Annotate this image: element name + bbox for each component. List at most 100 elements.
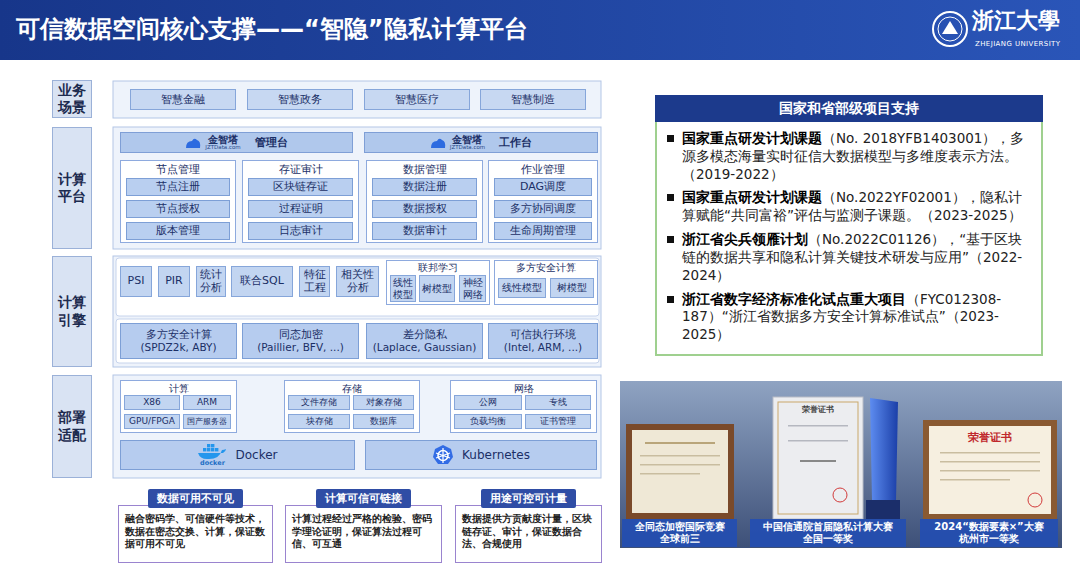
box-label: 部署适配 — [56, 409, 88, 444]
certificate-line — [640, 473, 700, 475]
function-box: 日志审计 — [248, 222, 353, 240]
certificate-line — [940, 461, 1040, 463]
panel-body: 国家重点研发计划课题（No. 2018YFB1403001），多源多模态海量实时… — [655, 122, 1043, 356]
layer-label: 部署适配 — [52, 375, 92, 478]
box-label: 负载均衡 — [470, 416, 506, 426]
brand-name: 金智塔 — [208, 135, 238, 145]
box-label: 中国信通院首届隐私计算大赛 全国一等奖 — [754, 521, 902, 545]
technique-box: 多方安全计算(SPDZ2k, ABY) — [120, 323, 237, 359]
feature-callout: 计算可信可链接计算过程经过严格的检验、密码学理论证明，保证算法过程可信、可互通 — [285, 489, 442, 563]
engine-box: PIR — [158, 266, 190, 297]
box-label: 日志审计 — [279, 224, 323, 237]
module-group: 作业管理DAG调度多方协同调度生命周期管理 — [488, 160, 598, 243]
award-caption: 2024“数据要素×”大赛 杭州市一等奖 — [920, 519, 1058, 547]
box-label: 差分隐私 — [403, 328, 447, 341]
callout-body: 计算过程经过严格的检验、密码学理论证明，保证算法过程可信、可互通 — [285, 505, 442, 563]
emblem-ring — [938, 17, 962, 41]
callout-body: 数据提供方贡献度计量，区块链存证、审计，保证数据合法、合规使用 — [455, 505, 602, 563]
box-label: 智慧政务 — [278, 93, 322, 106]
bullet-square — [667, 194, 674, 201]
group-heading: 联邦学习 — [418, 262, 458, 274]
logo-block: docker — [197, 444, 227, 467]
item-box: 负载均衡 — [454, 414, 522, 429]
layer-band — [113, 256, 601, 367]
project-text: 国家重点研发计划课题（No.2022YF02001），隐私计算赋能“共同富裕”评… — [682, 189, 1033, 225]
feature-callout: 用途可控可计量数据提供方贡献度计量，区块链存证、审计，保证数据合法、合规使用 — [455, 489, 602, 563]
item-box: 专线 — [525, 395, 591, 410]
scenario-box: 智慧政务 — [247, 89, 353, 110]
certificate-line — [788, 425, 848, 427]
item-box: 树模型 — [419, 275, 455, 302]
award-caption: 全同态加密国际竞赛 全球前三 — [622, 519, 737, 547]
box-label: 相关性分析 — [339, 269, 376, 294]
box-label: 多方协同调度 — [510, 202, 576, 215]
project-name: 国家重点研发计划课题 — [682, 189, 822, 205]
item-box: 国产服务器 — [183, 414, 231, 429]
function-box: 节点授权 — [126, 200, 230, 218]
group-heading: 数据管理 — [403, 163, 447, 176]
item-box: X86 — [124, 395, 180, 410]
group-heading: 节点管理 — [156, 163, 200, 176]
project-panel: 国家和省部级项目支持国家重点研发计划课题（No. 2018YFB1403001）… — [655, 95, 1043, 356]
certificate-title: 荣誉证书 — [968, 430, 1012, 445]
box-label: 2024“数据要素×”大赛 杭州市一等奖 — [924, 521, 1054, 545]
container-box: Kubernetes — [365, 440, 597, 470]
box-label: 多方安全计算 — [146, 328, 212, 341]
box-label: ARM — [197, 397, 217, 407]
project-item: 国家重点研发计划课题（No.2022YF02001），隐私计算赋能“共同富裕”评… — [667, 189, 1033, 225]
project-item: 浙江省尖兵领雁计划（No.2022C01126），“基于区块链的数据共享和隐私计… — [667, 231, 1033, 284]
technique-box: 差分隐私(Laplace, Gaussian) — [366, 323, 483, 359]
brand-icon — [430, 136, 447, 150]
algorithm-group: 多方安全计算线性模型树模型 — [494, 260, 598, 305]
item-box: 树模型 — [550, 278, 594, 298]
console-box: 金智塔JZTData.com管理台 — [120, 132, 353, 153]
certificate-frame — [923, 420, 1057, 519]
project-text: 浙江省数字经济标准化试点重大项目（FYC012308-187）“浙江省数据多方安… — [682, 291, 1033, 344]
kubernetes-spokes — [436, 448, 450, 463]
function-box: 区块链存证 — [248, 178, 353, 196]
feature-callout: 数据可用不可见融合密码学、可信硬件等技术，数据在密态交换、计算，保证数据可用不可… — [118, 489, 273, 563]
docker-logo — [197, 444, 227, 460]
box-label: 专线 — [549, 397, 567, 407]
function-box: 数据授权 — [372, 200, 477, 218]
callout-heading: 数据可用不可见 — [148, 489, 243, 508]
box-label: 联合SQL — [240, 275, 284, 288]
docker-container — [207, 444, 210, 447]
group-heading: 存证审计 — [279, 163, 323, 176]
box-label: 过程证明 — [279, 202, 323, 215]
group-heading: 多方安全计算 — [516, 262, 576, 274]
item-box: 数据库 — [353, 414, 414, 429]
module-group: 节点管理节点注册节点授权版本管理 — [120, 160, 236, 243]
brand-block: 金智塔JZTData.com — [205, 135, 240, 151]
platform-label: Docker — [235, 448, 277, 462]
kubernetes-logo — [432, 444, 454, 466]
box-label: 数据库 — [370, 416, 397, 426]
emblem-ring — [933, 12, 967, 46]
item-box: 块存储 — [288, 414, 350, 429]
box-label: 数据授权 — [403, 202, 447, 215]
box-label: 同态加密 — [279, 328, 323, 341]
page-title: 可信数据空间核心支撑——“智隐”隐私计算平台 — [16, 13, 528, 45]
certificate-line — [640, 455, 720, 457]
seal — [1028, 493, 1042, 507]
trophy — [870, 398, 898, 500]
box-label: 版本管理 — [156, 224, 200, 237]
box-label: 智慧金融 — [161, 93, 205, 106]
item-box: GPU/FPGA — [124, 414, 180, 429]
callout-heading: 计算可信可链接 — [316, 489, 411, 508]
seal — [833, 488, 847, 502]
item-box: ARM — [183, 395, 231, 410]
scenario-box: 智慧制造 — [480, 89, 586, 110]
brand-url: JZTData.com — [205, 145, 240, 151]
function-box: 生命周期管理 — [494, 222, 592, 240]
box-label: GPU/FPGA — [129, 416, 175, 426]
layer-band — [113, 375, 601, 478]
box-label: 智慧制造 — [511, 93, 555, 106]
project-name: 浙江省尖兵领雁计划 — [682, 231, 808, 247]
box-label: 神经网络 — [461, 277, 484, 300]
box-label: 可信执行环境 — [510, 328, 576, 341]
console-box: 金智塔JZTData.com工作台 — [364, 132, 598, 153]
module-group: 存证审计区块链存证过程证明日志审计 — [242, 160, 359, 243]
award-caption: 中国信通院首届隐私计算大赛 全国一等奖 — [750, 519, 906, 547]
project-item: 浙江省数字经济标准化试点重大项目（FYC012308-187）“浙江省数据多方安… — [667, 291, 1033, 344]
